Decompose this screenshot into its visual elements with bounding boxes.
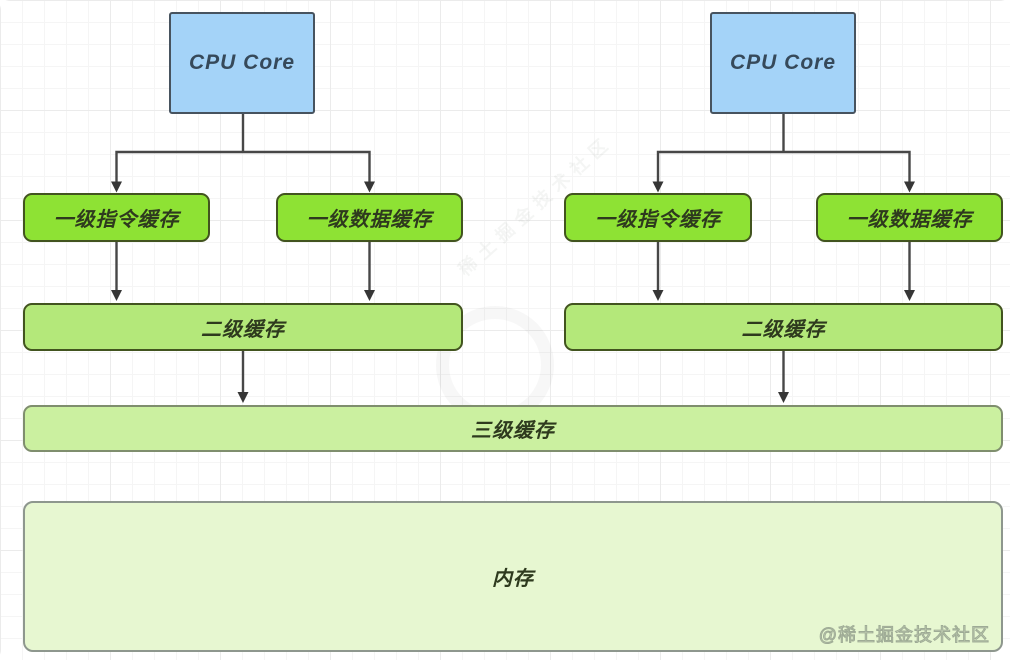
arrowhead-icon [237, 392, 249, 403]
arrowhead-icon [364, 181, 375, 193]
connector-cpu-left-branch [115, 150, 371, 183]
node-l2-cache-left: 二级缓存 [23, 303, 463, 351]
node-cpu-core-right-label: CPU Core [729, 51, 837, 74]
arrowhead-icon [364, 290, 375, 301]
node-l1-data-cache-left: 一级数据缓存 [276, 193, 463, 242]
node-memory-label: 内存 [492, 568, 534, 590]
node-l1-data-cache-right: 一级数据缓存 [816, 193, 1003, 242]
arrowhead-icon [111, 181, 122, 193]
node-l1-instruction-cache-right: 一级指令缓存 [564, 193, 752, 242]
node-l2-cache-left-label: 二级缓存 [201, 318, 285, 341]
node-l1-instruction-cache-left-label: 一级指令缓存 [53, 209, 180, 231]
arrowhead-icon [778, 392, 789, 403]
arrowhead-icon [652, 290, 664, 301]
node-l1-instruction-cache-right-label: 一级指令缓存 [595, 209, 721, 231]
arrowhead-icon [904, 181, 915, 193]
node-l2-cache-right-label: 二级缓存 [741, 318, 826, 341]
connector-lines [115, 114, 911, 394]
node-cpu-core-left: CPU Core [169, 12, 315, 114]
arrowhead-icon [652, 181, 664, 193]
node-memory: 内存 [23, 501, 1003, 652]
arrowhead-icon [904, 290, 915, 301]
arrowheads [111, 181, 915, 403]
node-l3-cache-label: 三级缓存 [471, 420, 555, 442]
node-l3-cache: 三级缓存 [23, 405, 1003, 452]
arrowhead-icon [111, 290, 122, 301]
node-l1-data-cache-left-label: 一级数据缓存 [306, 209, 433, 231]
node-l1-data-cache-right-label: 一级数据缓存 [846, 209, 973, 231]
node-l1-instruction-cache-left: 一级指令缓存 [23, 193, 210, 242]
node-cpu-core-left-label: CPU Core [188, 51, 296, 74]
connector-cpu-right-branch [656, 150, 911, 183]
node-l2-cache-right: 二级缓存 [564, 303, 1003, 351]
node-cpu-core-right: CPU Core [710, 12, 856, 114]
watermark-bottom-right: @稀土掘金技术社区 [818, 625, 990, 646]
